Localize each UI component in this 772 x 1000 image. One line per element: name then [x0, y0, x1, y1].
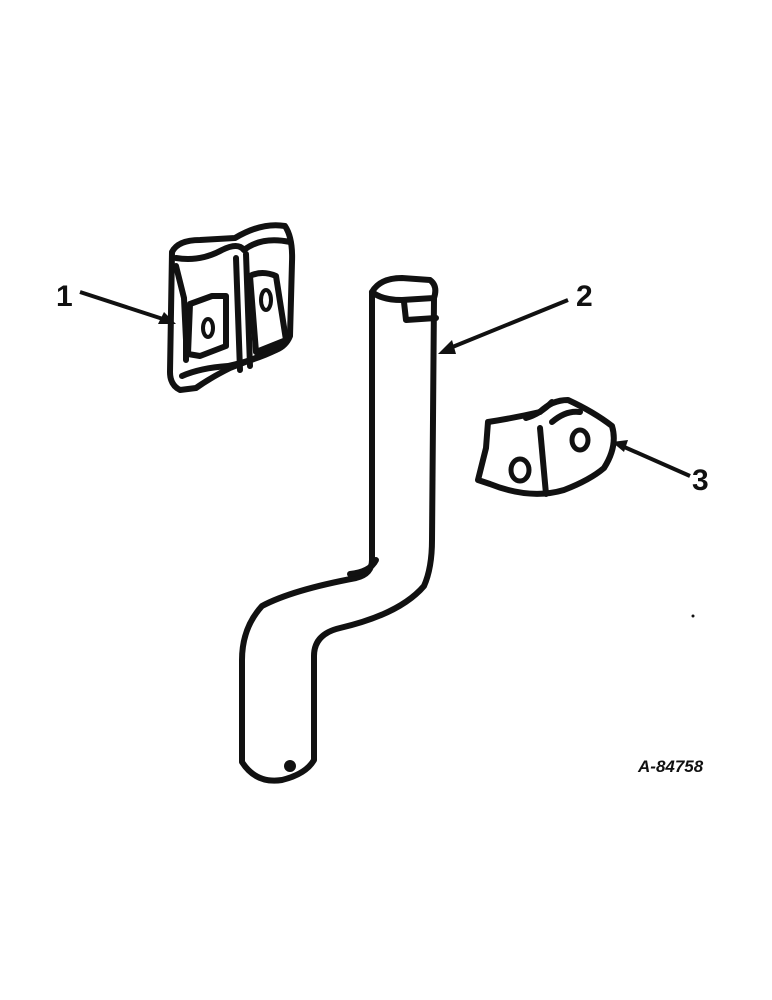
callout-3-leader [612, 440, 691, 478]
speck-mark [691, 614, 695, 618]
part-2-shaft [239, 275, 439, 784]
callout-2-label: 2 [576, 280, 593, 313]
part-2-end-hole [284, 760, 296, 772]
drawing-reference-number: A-84758 [637, 757, 704, 776]
part-1-bracket [167, 222, 296, 393]
part-1-slot-left [201, 317, 215, 339]
callout-3-label: 3 [692, 464, 709, 497]
callout-1-label: 1 [56, 280, 73, 313]
part-3-hole-left [508, 456, 532, 484]
callout-1-leader [79, 290, 176, 324]
part-1-slot-right [259, 288, 273, 312]
callout-2-leader [438, 298, 569, 354]
part-3-clamp [475, 397, 617, 497]
part-3-hole-right [569, 427, 591, 453]
